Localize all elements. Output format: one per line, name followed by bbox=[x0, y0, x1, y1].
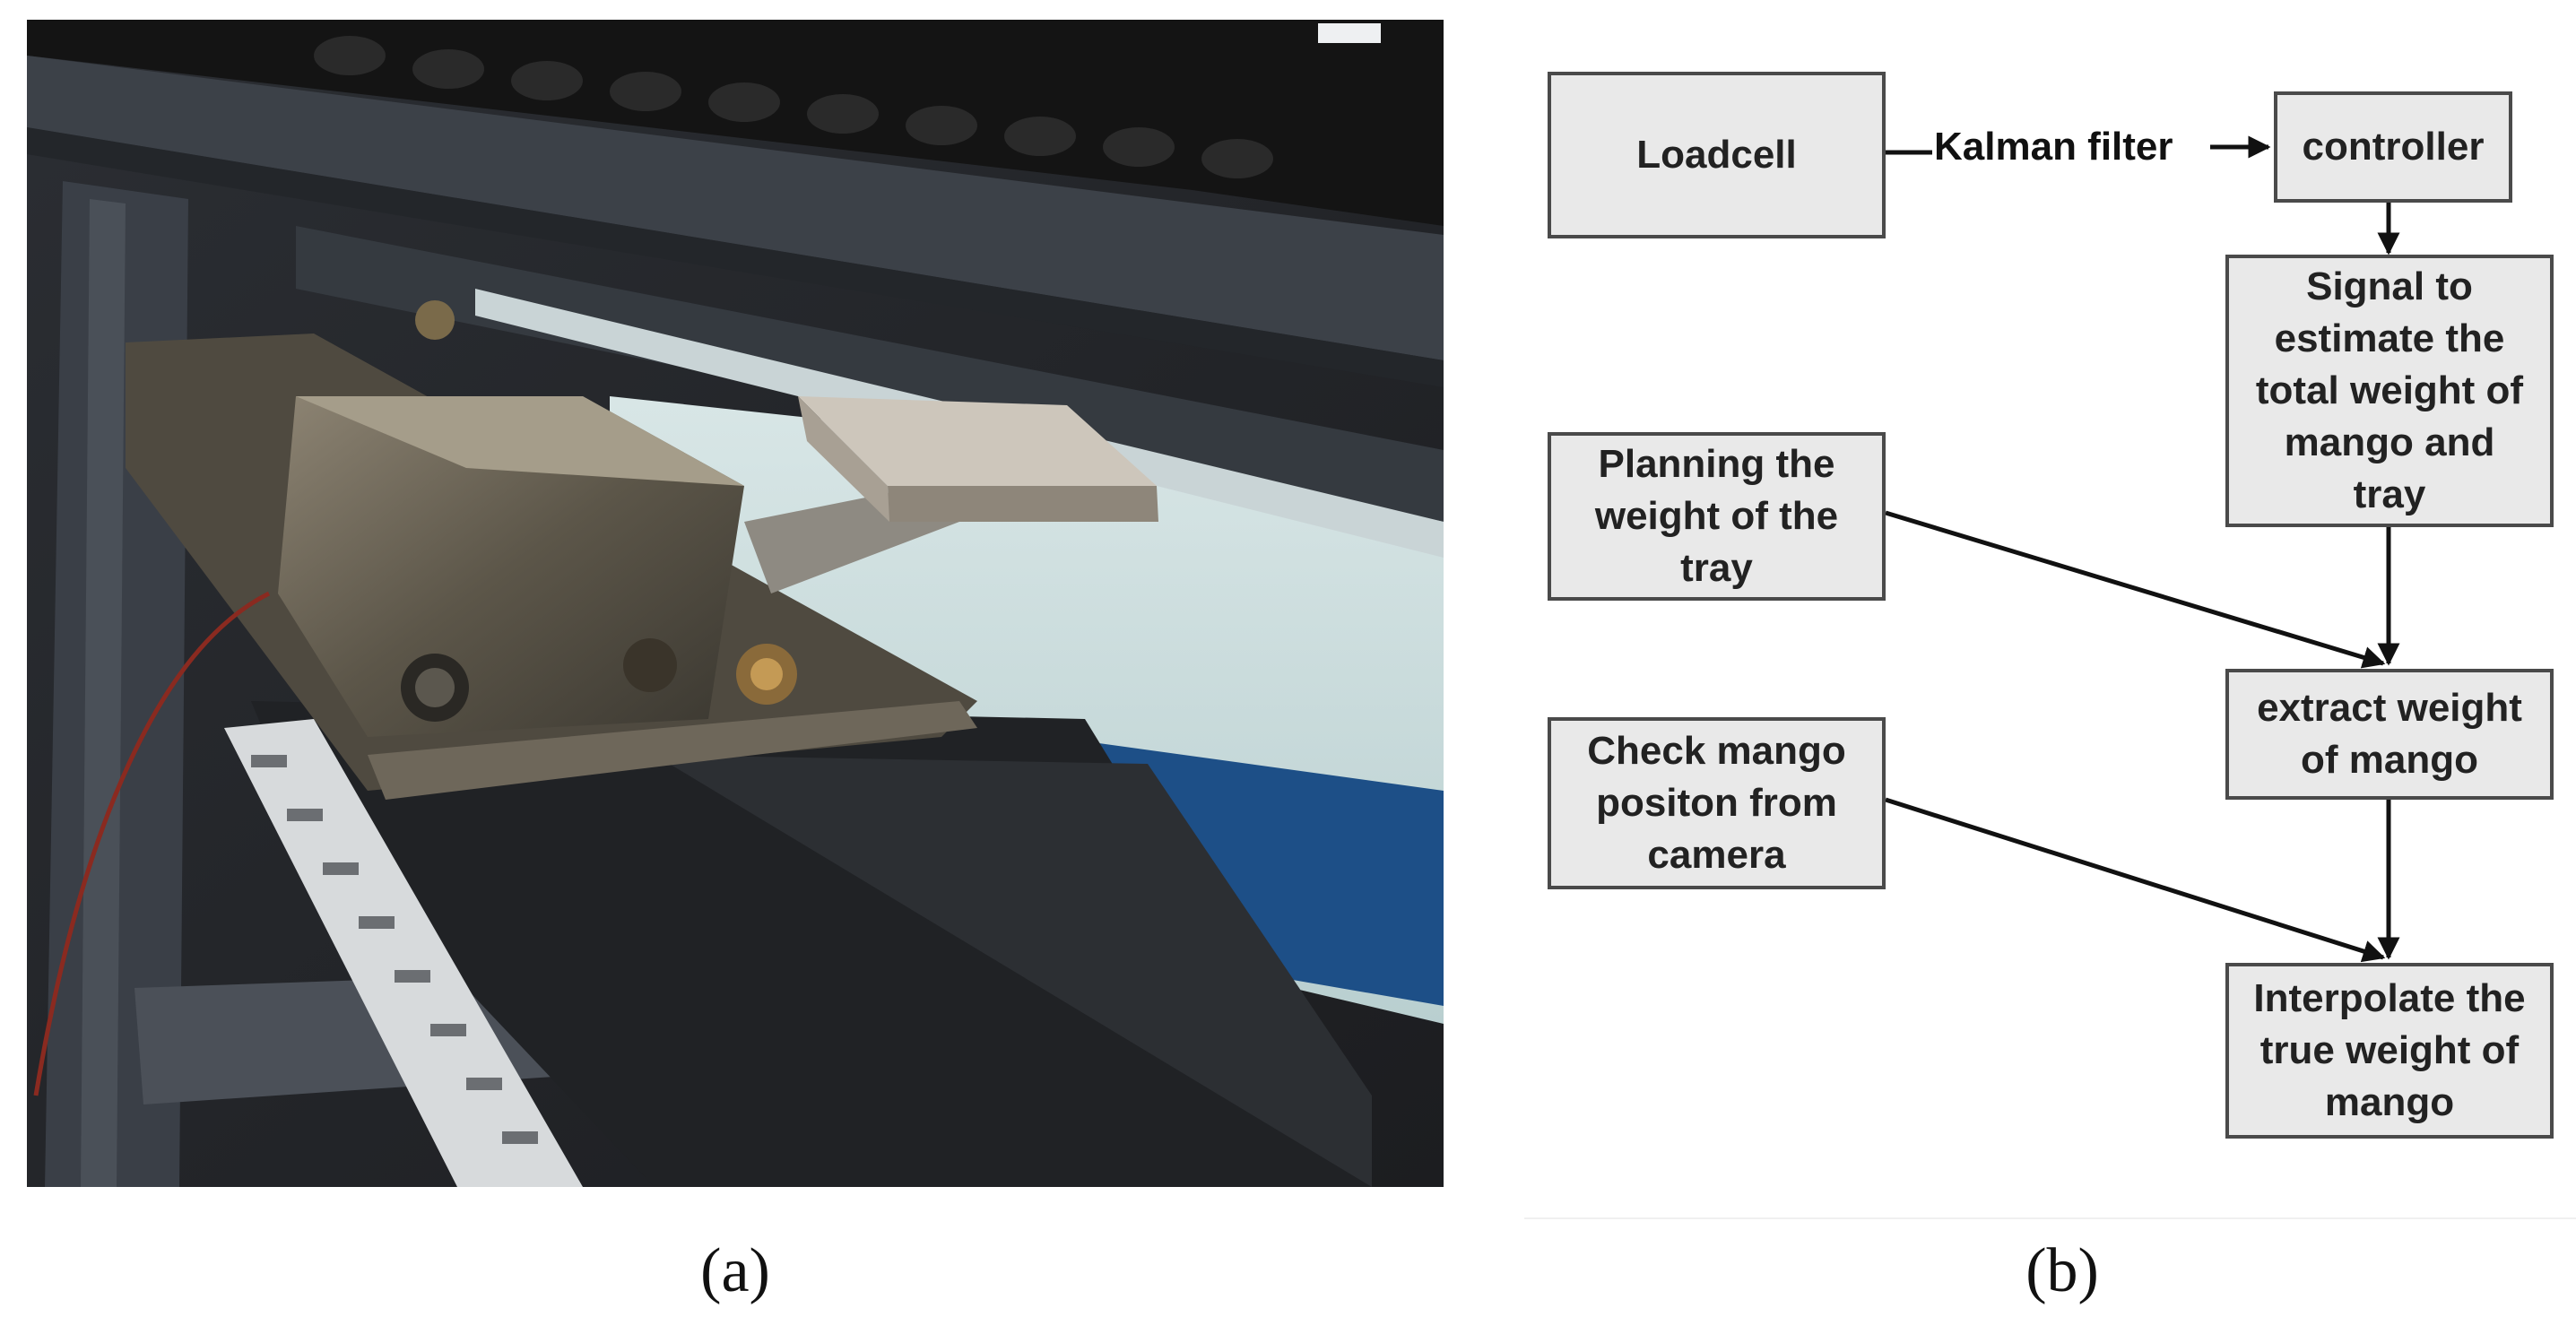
node-interpolate-true-weight: Interpolate the true weight of mango bbox=[2225, 963, 2554, 1139]
middle-rail bbox=[296, 226, 1444, 522]
node-signal-estimate-total-weight: Signal to estimate the total weight of m… bbox=[2225, 255, 2554, 527]
loadcell-photo bbox=[27, 20, 1444, 1187]
cable bbox=[33, 591, 271, 1096]
edge-label-kalman-filter: Kalman filter bbox=[1932, 125, 2175, 169]
top-rail bbox=[27, 56, 1444, 360]
roller-conveyor bbox=[224, 719, 583, 1187]
node-check-mango-position: Check mango positon from camera bbox=[1548, 717, 1886, 889]
node-extract-mango-weight: extract weight of mango bbox=[2225, 669, 2554, 800]
caption-b: (b) bbox=[2025, 1236, 2099, 1305]
node-loadcell: Loadcell bbox=[1548, 72, 1886, 238]
bolt bbox=[415, 300, 455, 340]
bolt bbox=[623, 638, 677, 692]
panel-divider bbox=[1524, 1217, 2576, 1219]
node-controller: controller bbox=[2274, 91, 2512, 203]
caption-a: (a) bbox=[700, 1236, 770, 1305]
node-planning-tray-weight: Planning the weight of the tray bbox=[1548, 432, 1886, 601]
weighing-flowchart: Loadcell Kalman filter controller Signal… bbox=[1524, 0, 2576, 1228]
arrow-planning-to-extract bbox=[1885, 510, 2386, 669]
flowchart-connectors bbox=[1885, 135, 2400, 963]
tray-pad bbox=[798, 396, 1157, 486]
arrow-check-to-interpolate bbox=[1885, 797, 2386, 963]
top-chain bbox=[27, 20, 1444, 226]
